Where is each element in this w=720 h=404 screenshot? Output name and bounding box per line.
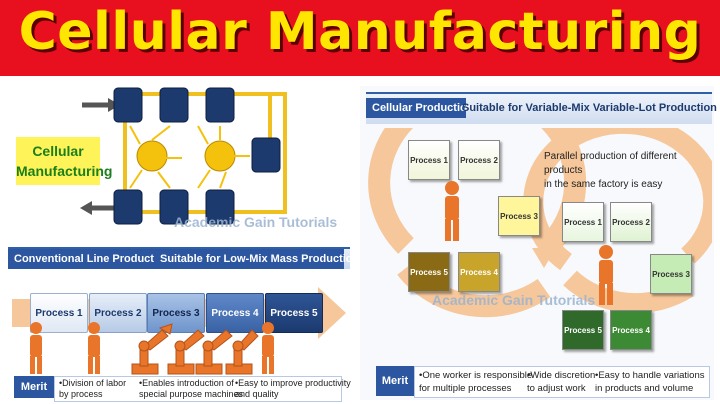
machine-node <box>159 189 189 225</box>
cell-b-process: Process 3 <box>650 254 692 294</box>
cell-label-line1: Cellular <box>32 143 84 159</box>
machine-node <box>113 189 143 225</box>
conventional-process: Process 3 <box>147 293 205 333</box>
worker-icon <box>30 322 42 374</box>
cell-a-process: Process 4 <box>458 252 500 292</box>
merit-line: by process <box>59 389 103 399</box>
worker-icon <box>445 181 459 241</box>
title-banner <box>0 0 720 76</box>
line-workers <box>30 322 274 375</box>
cellular-merit-box: •One worker is responsible for multiple … <box>414 366 710 398</box>
note-line: in the same factory is easy <box>544 179 663 190</box>
merit-line: •One worker is responsible <box>419 370 533 381</box>
conventional-tag: Conventional Line Production <box>8 249 170 269</box>
merit-item: •One worker is responsible for multiple … <box>419 369 532 395</box>
cellular-subtitle: Suitable for Variable-Mix Variable-Lot P… <box>462 102 717 114</box>
merit-item: •Division of labor by process <box>59 378 126 400</box>
machine-node <box>159 87 189 123</box>
cell-b-process: Process 4 <box>610 310 652 350</box>
cellular-merit-label: Merit <box>376 366 414 396</box>
machine-node <box>205 189 235 225</box>
merit-line: •Division of labor <box>59 378 127 388</box>
parallel-production-note: Parallel production of different product… <box>544 150 714 192</box>
merit-line: •Easy to improve productivity <box>235 378 351 388</box>
merit-line: for multiple processes <box>419 383 512 394</box>
cellular-header: Cellular Production Suitable for Variabl… <box>366 92 717 124</box>
robot-arm-icon <box>195 329 233 375</box>
conventional-merit-box: •Division of labor by process •Enables i… <box>54 376 351 402</box>
page-title: Cellular Manufacturing <box>18 2 702 62</box>
cell-diagram-label: Cellular Manufacturing <box>16 137 113 185</box>
robot-arm-icon <box>131 323 173 375</box>
conventional-merit-label: Merit <box>14 376 54 398</box>
merit-line: •Wide discretion <box>527 370 596 381</box>
machine-node <box>205 87 235 123</box>
operator-icon <box>136 140 168 172</box>
merit-line: to adjust work <box>527 383 586 394</box>
merit-item: •Easy to improve productivity and qualit… <box>235 378 351 400</box>
conventional-header: Conventional Line Production Suitable fo… <box>8 247 359 269</box>
cell-a-process: Process 5 <box>408 252 450 292</box>
cell-a-process: Process 3 <box>498 196 540 236</box>
merit-line: special purpose machines <box>139 389 244 399</box>
cell-b-process: Process 5 <box>562 310 604 350</box>
merit-line: •Enables introduction of <box>139 378 234 388</box>
cellular-tag: Cellular Production <box>366 98 473 118</box>
cell-layout-diagram <box>80 87 287 225</box>
cell-label-line2: Manufacturing <box>16 163 113 179</box>
machine-node <box>113 87 143 123</box>
worker-icon <box>599 245 613 305</box>
loop-arrow-icon <box>368 128 587 259</box>
conventional-subtitle: Suitable for Low-Mix Mass Production <box>154 249 359 269</box>
robot-arm-icon <box>167 329 205 375</box>
merit-line: and quality <box>235 389 279 399</box>
note-line: Parallel production of different product… <box>544 151 677 176</box>
worker-icon <box>262 322 274 374</box>
merit-item: •Easy to handle variations in products a… <box>595 369 704 395</box>
merit-item: •Enables introduction of special purpose… <box>139 378 243 400</box>
robot-arm-icon <box>225 329 259 375</box>
conventional-process: Process 4 <box>206 293 264 333</box>
cell-b-process: Process 1 <box>562 202 604 242</box>
conventional-process: Process 5 <box>265 293 323 333</box>
operator-icon <box>204 140 236 172</box>
watermark: Academic Gain Tutorials <box>432 292 596 308</box>
cell-b-process: Process 2 <box>610 202 652 242</box>
conventional-process: Process 1 <box>30 293 88 333</box>
merit-item: •Wide discretion to adjust work <box>527 369 595 395</box>
merit-line: in products and volume <box>595 383 694 394</box>
worker-icon <box>88 322 100 374</box>
merit-line: •Easy to handle variations <box>595 370 705 381</box>
cell-a-process: Process 1 <box>408 140 450 180</box>
cell-a-process: Process 2 <box>458 140 500 180</box>
watermark: Academic Gain Tutorials <box>174 214 338 230</box>
machine-node <box>251 137 281 173</box>
